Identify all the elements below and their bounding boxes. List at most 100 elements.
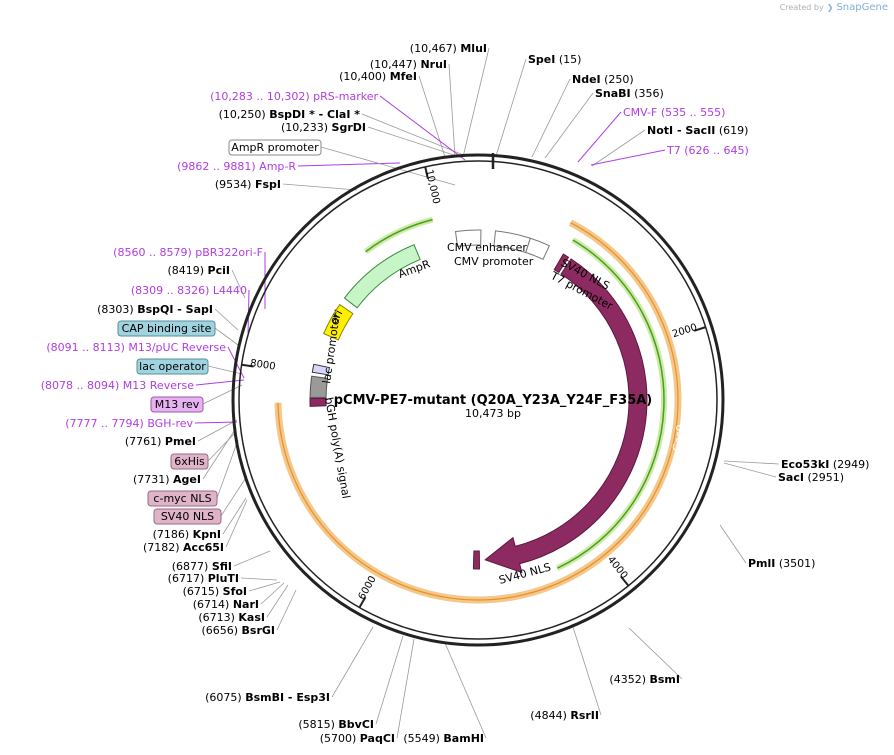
primer-label-pbr: (8560 .. 8579) pBR322ori-F [113,246,263,259]
site-label-mfei: (10,400) MfeI [339,70,417,83]
site-label-bspqi: (8303) BspQI - SapI [97,303,213,316]
tick-label: 10,000 [423,169,441,206]
feature-arcs [274,216,682,604]
leader-line [222,497,247,535]
tick-mark [241,363,254,368]
box-label-bg-amprp [228,139,322,156]
site-label-saci: SacI (2951) [778,471,844,484]
site-label-bspdi: (10,250) BspDI * - ClaI * [219,108,361,121]
site-label-mlui: (10,467) MluI [410,42,487,55]
leader-line [214,308,239,331]
leader-line [462,47,490,158]
leader-line [448,63,456,158]
ampr-orf-arc-line [365,218,433,253]
site-label-sgrdi: (10,233) SgrDI [281,121,366,134]
site-label-kasi: (6713) KasI [198,611,265,624]
box-label-bg-sixhis [170,453,209,470]
site-label-kpni: (7186) KpnI [153,528,221,541]
site-label-sfii: (6877) SfiI [172,560,232,573]
ampr-arrow[interactable] [343,244,421,309]
leader-line [233,550,271,567]
sv40-nls-1-arrow[interactable] [553,253,570,274]
tick-label: 6000 [357,574,379,602]
snapgene-logo-icon: ❯ [826,3,834,12]
leader-line [375,635,404,725]
primer-leader-line [297,162,401,167]
site-label-spei: SpeI (15) [528,53,581,66]
leader-line [361,113,467,157]
leader-line [723,462,777,478]
leader-line [571,623,602,716]
created-by-text: Created by [779,3,824,12]
primer-leader-line [590,149,666,166]
leader-line [231,269,246,299]
leader-line [396,638,415,739]
leader-line [723,460,780,465]
site-label-pmei: (7761) PmeI [125,435,196,448]
box-leader-line [214,327,239,346]
lac-promoter-box[interactable] [311,363,331,376]
plasmid-size: 10,473 bp [465,407,521,420]
cas9-arrow[interactable] [484,258,648,574]
site-label-bsmi: (4352) BsmI [609,673,680,686]
cmv-promoter-label: CMV promoter [454,255,534,268]
site-label-pmli: PmlI (3501) [748,557,815,570]
tick-mark [693,326,706,332]
site-label-rsrii: (4844) RsrII [530,709,599,722]
sv40-nls-2-arrow[interactable] [472,550,480,570]
box-label-bg-sv40box [153,508,222,525]
box-label-bg-lacop [136,358,209,375]
site-label-bbvci: (5815) BbvCI [298,718,374,731]
snapgene-brand: SnapGene [836,2,888,13]
leader-line [331,626,374,698]
annotation-labels: (10,467) MluI (10,447) NruI(10,400) MfeI S… [41,42,870,745]
site-label-ndei: NdeI (250) [572,73,634,86]
primer-leader-line [379,95,466,161]
box-label-m13revbox: M13 rev [155,398,200,411]
plasmid-name: pCMV-PE7-mutant (Q20A_Y23A_Y24F_F35A) [334,393,653,408]
orf-arc-green-line [557,239,665,569]
site-label-pluti: (6717) PluTI [168,572,239,585]
orf-arc-outer-line [277,222,679,601]
primer-leader-line [577,111,622,163]
label-leader-lines [194,47,780,739]
site-label-bsmbi: (6075) BsmBI - Esp3I [205,691,330,704]
tick-mark [424,166,429,179]
site-label-paqci: (5700) PaqCI [320,732,395,745]
leader-line [628,627,683,680]
tag-box[interactable] [309,397,327,407]
primer-label-prs: (10,283 .. 10,302) pRS-marker [210,90,378,103]
box-label-lacop: lac operator [139,360,206,373]
tick-label: 8000 [249,358,276,373]
box-label-cap: CAP binding site [122,322,212,335]
box-label-cmyc: c-myc NLS [153,492,211,505]
site-label-sfoi: (6715) SfoI [183,585,247,598]
leader-line [418,75,446,158]
ori-arrow[interactable] [323,303,354,341]
bgh-polya-box[interactable] [309,375,329,399]
cmv-enhancer-label: CMV enhancer [447,241,527,254]
box-label-sv40box: SV40 NLS [161,510,214,523]
cmv-promoter-arrow[interactable] [525,237,551,260]
backbone-outer [231,153,725,647]
ori-label: ori [327,308,345,327]
site-label-bsrgi: (6656) BsrGI [201,624,275,637]
leader-line [282,183,358,191]
site-label-pcii: (8419) PciI [167,264,230,277]
box-leader-line [216,439,239,499]
box-leader-line [207,433,235,462]
leader-line [367,126,464,159]
primer-label-t7: T7 (626 .. 645) [666,144,749,157]
box-leader-line [320,146,456,186]
site-label-snabi: SnaBI (356) [595,87,664,100]
primer-leader-line [194,421,238,424]
ampr-promoter-arrow[interactable] [454,229,482,247]
primer-label-l4440: (8309 .. 8326) L4440 [131,284,247,297]
leader-line [225,499,248,548]
creator-credit: Created by ❯ SnapGene [780,2,888,13]
site-label-agei: (7731) AgeI [133,473,201,486]
tick-label: 2000 [671,322,699,340]
tick-mark [620,575,630,587]
site-label-nrui: (10,447) NruI [370,58,447,71]
backbone-inner [238,160,718,640]
